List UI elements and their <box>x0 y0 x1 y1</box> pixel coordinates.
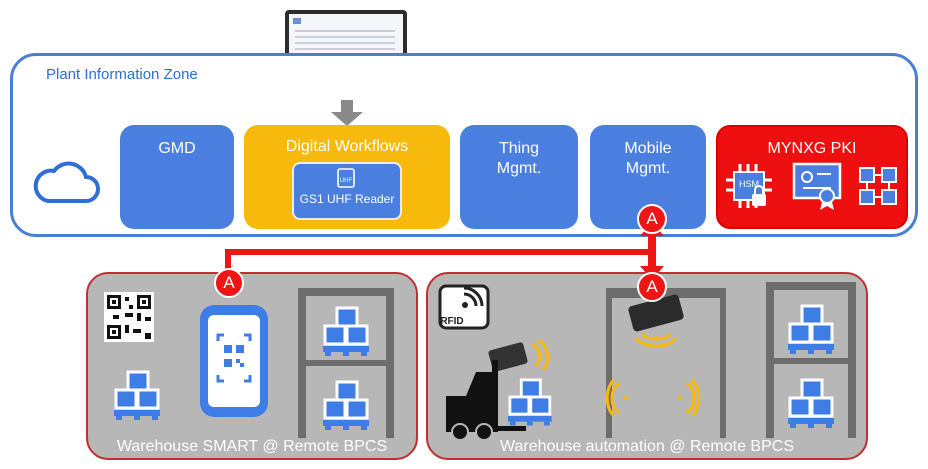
module-gmd-label: GMD <box>158 140 196 157</box>
warehouse-rack-icon <box>298 288 394 438</box>
rfid-gate-reader-icon <box>605 288 726 438</box>
smartphone-icon <box>198 303 270 419</box>
warehouse-automation-label: Warehouse automation @ Remote BPCS <box>499 438 794 455</box>
cloud-icon <box>30 155 102 211</box>
monitor-arrow <box>327 100 367 128</box>
module-mobile-label-2: Mgmt. <box>625 160 671 177</box>
module-mobile-label-1: Mobile <box>624 140 672 157</box>
marker-a: A <box>214 268 244 298</box>
gs1-uhf-reader-label: GS1 UHF Reader <box>299 192 395 206</box>
module-thing-label-2: Mgmt. <box>496 160 542 177</box>
network-nodes-icon <box>856 164 900 208</box>
module-pki-label: MYNXG PKI <box>767 140 857 157</box>
warehouse-rack-icon <box>766 282 856 438</box>
module-gmd: GMD <box>120 125 234 229</box>
uhf-reader-icon: UHF <box>336 168 356 188</box>
forklift-icon <box>442 338 558 441</box>
marker-a: A <box>637 204 667 234</box>
warehouse-smart-label: Warehouse SMART @ Remote BPCS <box>116 438 388 455</box>
module-thing-mgmt: Thing Mgmt. <box>460 125 578 229</box>
gs1-uhf-reader: UHF GS1 UHF Reader <box>292 162 402 220</box>
marker-a: A <box>637 272 667 302</box>
certificate-icon <box>791 160 845 212</box>
cpu-chip-icon: HSM <box>722 158 778 214</box>
rfid-label: RFID <box>440 316 463 327</box>
hsm-label: HSM <box>739 179 759 189</box>
rfid-icon: RFID <box>438 284 490 330</box>
pallet-boxes-icon <box>112 370 162 422</box>
uhf-tag: UHF <box>340 178 353 184</box>
qr-code-icon <box>104 292 154 342</box>
module-thing-label-1: Thing <box>498 140 540 157</box>
zone-title: Plant Information Zone <box>46 66 198 83</box>
module-workflows-label: Digital Workflows <box>285 138 409 155</box>
